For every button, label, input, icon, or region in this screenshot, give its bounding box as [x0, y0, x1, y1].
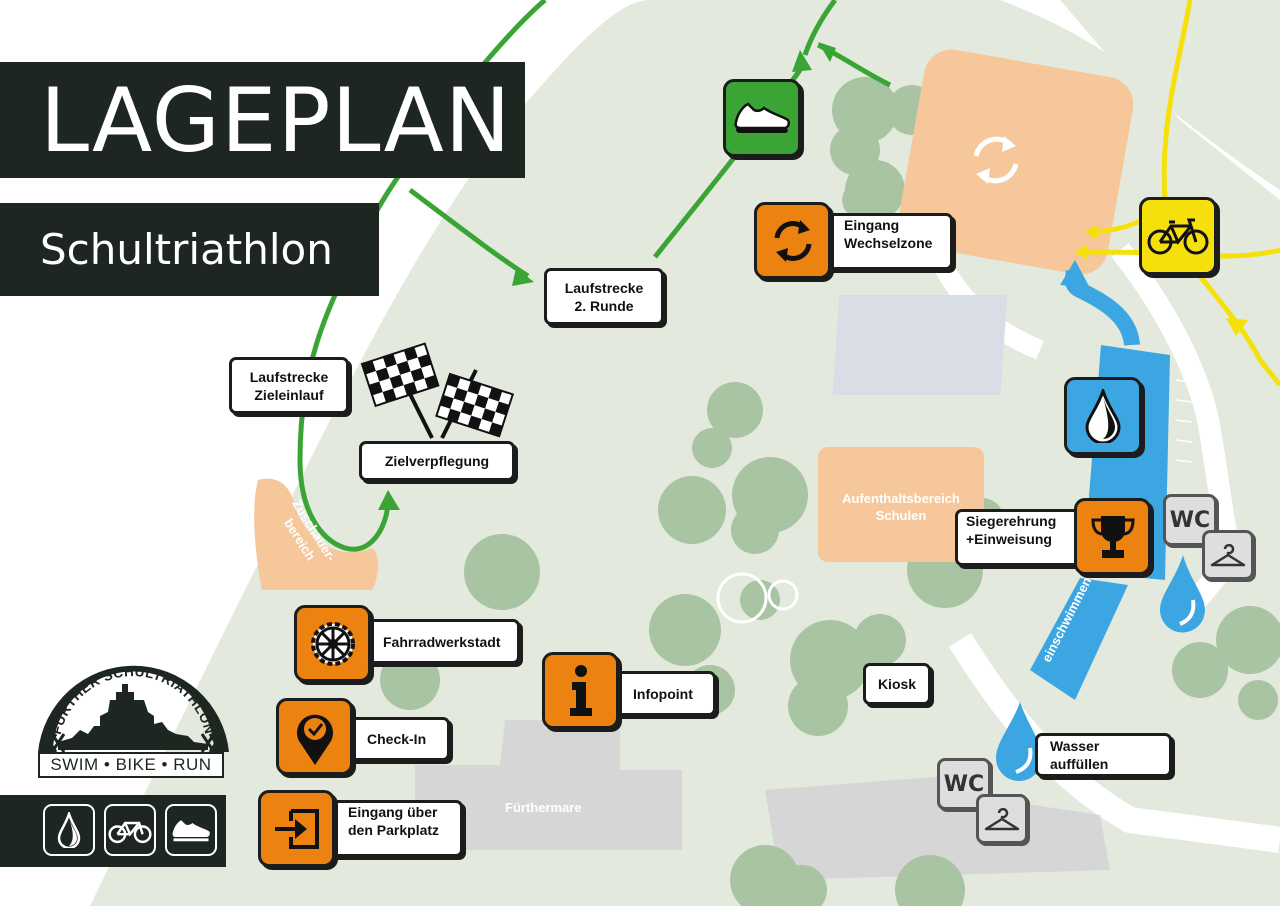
finish-flags-icon — [360, 342, 515, 439]
wechselzone-marker — [754, 202, 831, 279]
info-icon — [569, 664, 592, 716]
label-zielverpflegung: Zielverpflegung — [359, 441, 515, 481]
gear-icon — [310, 621, 355, 666]
wechselzone-area — [898, 49, 1134, 275]
label-wasser-auffuellen: Wasser auffüllen — [1035, 733, 1172, 777]
trophy-icon — [1090, 515, 1135, 558]
bike-icon — [108, 821, 152, 844]
building — [765, 775, 1110, 880]
pond — [767, 579, 799, 611]
bicycle-icon — [1147, 218, 1209, 255]
bike-route-arrow — [1226, 318, 1248, 336]
wc-label: WC — [1169, 507, 1211, 533]
building — [832, 295, 1008, 395]
wc-marker: WC — [937, 758, 991, 810]
run-route-arrow — [792, 50, 812, 72]
building-fuerthermare — [415, 720, 682, 850]
bike-route-arrow — [1084, 224, 1098, 240]
zuschauerbereich-area — [254, 478, 379, 590]
run-route-arrow — [512, 268, 534, 286]
page-title-box: LAGEPLAN — [0, 62, 525, 178]
cloakroom-marker — [976, 794, 1028, 844]
hanger-icon — [984, 807, 1020, 831]
swim-exit-arrow — [1060, 260, 1090, 288]
page-subtitle-box: Schultriathlon — [0, 203, 379, 296]
hanger-icon — [1210, 543, 1246, 567]
wc-marker: WC — [1163, 494, 1217, 546]
aufenthaltsbereich-area — [818, 447, 984, 562]
label-kiosk: Kiosk — [863, 663, 931, 705]
cycle-arrows-icon — [774, 219, 811, 262]
logo-emblem: FÜRTHER SCHULTRIATHLON — [38, 664, 229, 753]
disciplines-bar — [0, 795, 226, 867]
discipline-swim — [43, 804, 95, 856]
infopoint-marker — [542, 652, 619, 729]
bike-route-arrow — [1074, 244, 1088, 260]
run-route-arrow — [378, 490, 400, 510]
spectator-stands — [1175, 359, 1193, 463]
wc-label: WC — [943, 771, 985, 797]
label-fahrradwerkstadt: Fahrradwerkstadt — [356, 619, 520, 664]
page-subtitle: Schultriathlon — [40, 225, 333, 274]
siegerehrung-marker — [1074, 498, 1151, 575]
run-route-arrow — [818, 42, 836, 62]
logo-banner: SWIM • BIKE • RUN — [38, 752, 224, 778]
run-icon — [172, 820, 210, 842]
fuerthermare-label: Fürthermare — [505, 800, 582, 815]
footpath — [1111, 243, 1242, 628]
swim-icon — [57, 812, 81, 848]
swim-station-marker — [1064, 377, 1142, 455]
bike-station-marker — [1139, 197, 1217, 275]
discipline-bike — [104, 804, 156, 856]
water-drop-icon — [1085, 389, 1121, 443]
page-title: LAGEPLAN — [40, 68, 512, 172]
check-in-marker — [276, 698, 353, 775]
cloakroom-marker — [1202, 530, 1254, 580]
einschwimmen-pool — [1030, 578, 1128, 700]
label-siegerehrung: Siegerehrung+Einweisung — [955, 509, 1085, 566]
entrance-icon — [274, 808, 319, 849]
eingang-parkplatz-marker — [258, 790, 335, 867]
run-station-marker — [723, 79, 801, 157]
location-pin-icon — [296, 714, 333, 765]
fahrradwerkstadt-marker — [294, 605, 371, 682]
event-logo: FÜRTHER SCHULTRIATHLON — [36, 642, 231, 782]
pond — [716, 572, 768, 624]
running-shoe-icon — [734, 102, 791, 133]
discipline-run — [165, 804, 217, 856]
